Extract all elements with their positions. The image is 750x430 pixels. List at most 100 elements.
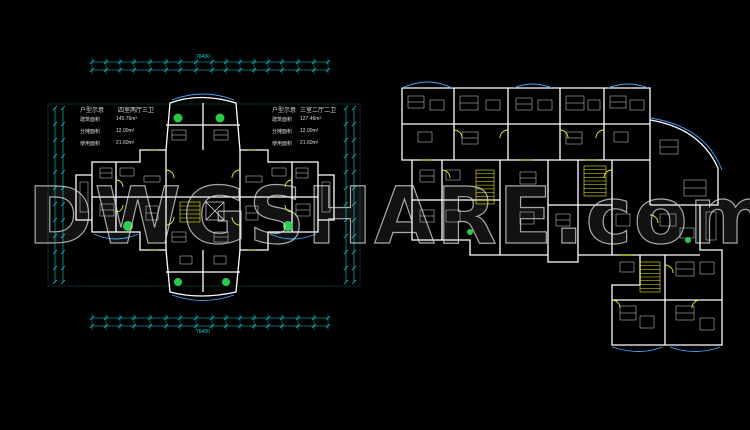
dimension-tick <box>343 217 349 223</box>
right-furniture <box>407 95 717 331</box>
left-door-swings <box>115 149 293 251</box>
info-left-row3-label: 使用面积 <box>80 141 101 147</box>
dimension-tick <box>351 121 357 127</box>
dimension-top-total: 76400 <box>196 54 210 60</box>
dimension-tick <box>52 185 58 191</box>
furniture-piece <box>519 211 535 225</box>
dimension-tick <box>52 105 58 111</box>
info-right-row3-value: 21.60m² <box>300 140 319 146</box>
furniture-piece <box>659 213 677 227</box>
dimension-tick <box>52 279 58 285</box>
info-right-row1-value: 127.46m² <box>300 116 322 122</box>
furniture-piece <box>429 99 445 111</box>
furniture-piece <box>179 255 193 265</box>
dimension-tick <box>351 249 357 255</box>
info-right-row3-label: 使用面积 <box>272 141 293 147</box>
dimension-tick <box>60 185 66 191</box>
dimension-tick <box>60 201 66 207</box>
right-bay-windows <box>401 81 723 352</box>
furniture-piece <box>615 213 631 227</box>
dimension-tick <box>343 265 349 271</box>
dimension-tick <box>351 169 357 175</box>
left-floor-plan <box>47 58 361 330</box>
furniture-piece <box>587 99 601 111</box>
dimension-tick <box>60 137 66 143</box>
info-right-row1-label: 建筑面积 <box>272 117 293 123</box>
dimension-tick <box>52 153 58 159</box>
furniture-piece <box>445 209 461 223</box>
furniture-piece <box>119 167 135 177</box>
info-right-title: 户型示意 <box>272 108 297 114</box>
furniture-piece <box>321 181 331 213</box>
info-right-row2-value: 12.00m² <box>300 128 319 134</box>
dimension-tick <box>343 121 349 127</box>
dimension-tick <box>343 169 349 175</box>
info-left-row1-label: 建筑面积 <box>80 117 101 123</box>
furniture-piece <box>537 99 553 111</box>
dimension-tick <box>343 185 349 191</box>
dimension-tick <box>60 249 66 255</box>
furniture-piece <box>245 175 263 183</box>
right-stairs <box>475 165 661 293</box>
left-plants <box>123 113 293 286</box>
dimension-tick <box>351 217 357 223</box>
info-left-row1-value: 145.76m² <box>116 116 138 122</box>
dimension-tick <box>343 153 349 159</box>
dimension-bottom-total: 76400 <box>196 329 210 335</box>
dimension-tick <box>60 279 66 285</box>
info-right-row2-label: 分摊面积 <box>272 129 293 135</box>
left-dimension-lines <box>47 61 361 327</box>
dimension-tick <box>52 169 58 175</box>
furniture-piece <box>485 99 501 111</box>
furniture-piece <box>619 261 635 273</box>
dimension-tick <box>52 121 58 127</box>
furniture-piece <box>271 167 287 177</box>
furniture-piece <box>639 315 655 329</box>
dimension-tick <box>60 265 66 271</box>
right-floor-plan <box>401 81 723 352</box>
dimension-tick <box>60 121 66 127</box>
info-left-row2-value: 12.00m² <box>116 128 135 134</box>
furniture-piece <box>705 211 717 241</box>
dimension-tick <box>52 249 58 255</box>
dimension-tick <box>60 105 66 111</box>
left-bay-windows <box>93 93 317 301</box>
dimension-tick <box>351 233 357 239</box>
dimension-tick <box>343 105 349 111</box>
info-left-row2-label: 分摊面积 <box>80 129 101 135</box>
info-left-type: 四室两厅三卫 <box>118 108 155 114</box>
dimension-tick <box>60 233 66 239</box>
dimension-tick <box>351 265 357 271</box>
left-stair-core <box>179 201 201 223</box>
dimension-tick <box>343 233 349 239</box>
dimension-tick <box>351 153 357 159</box>
dimension-tick <box>343 279 349 285</box>
dimension-tick <box>52 233 58 239</box>
furniture-piece <box>699 317 715 331</box>
furniture-piece <box>629 99 645 111</box>
dimension-tick <box>351 105 357 111</box>
dimension-tick <box>60 153 66 159</box>
dimension-tick <box>52 137 58 143</box>
dimension-tick <box>52 265 58 271</box>
furniture-piece <box>213 255 227 265</box>
furniture-piece <box>79 181 89 213</box>
left-elevator <box>205 201 225 221</box>
furniture-piece <box>417 131 433 143</box>
left-building-walls <box>75 96 335 297</box>
dimension-tick <box>52 217 58 223</box>
dimension-tick <box>343 201 349 207</box>
info-right-type: 三室二厅二卫 <box>300 108 337 114</box>
dimension-tick <box>52 201 58 207</box>
dimension-tick <box>351 279 357 285</box>
dimension-ticks <box>52 58 357 330</box>
info-left-title: 户型示意 <box>80 108 105 114</box>
dimension-tick <box>60 217 66 223</box>
furniture-piece <box>143 175 161 183</box>
dimension-tick <box>60 169 66 175</box>
right-plants <box>467 229 691 243</box>
furniture-piece <box>445 169 461 181</box>
left-furniture <box>79 129 331 265</box>
